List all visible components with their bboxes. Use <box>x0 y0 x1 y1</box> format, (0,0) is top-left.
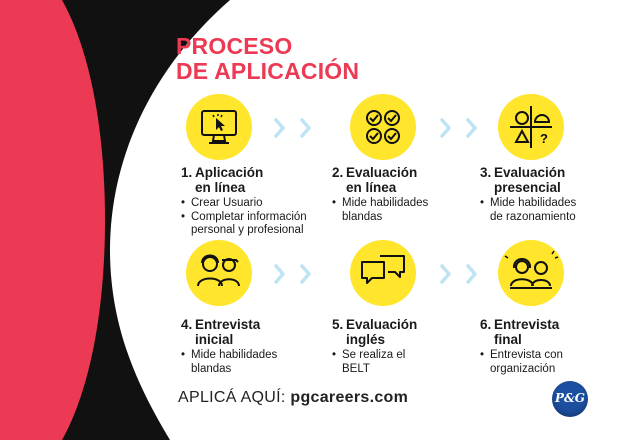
bullet-item: Crear Usuario <box>181 197 341 211</box>
step-title: Evaluación presencial <box>494 165 566 195</box>
speech-bubbles-icon <box>361 255 405 284</box>
step-1-icon-wrap <box>186 94 252 160</box>
step-title: Entrevista inicial <box>195 317 261 347</box>
step-2: 2. Evaluación en línea Mide habilidadesb… <box>332 165 462 224</box>
step-4-icon-wrap <box>186 240 252 306</box>
pink-left-shape <box>0 0 105 440</box>
chevron-right-icon <box>440 118 477 138</box>
step-bullets: Crear Usuario Completar informaciónperso… <box>181 197 341 238</box>
step-number: 2. <box>332 165 344 180</box>
computer-click-icon <box>201 110 237 144</box>
step-1: 1. Aplicación en línea Crear Usuario Com… <box>181 165 341 238</box>
svg-text:?: ? <box>540 131 548 146</box>
step-6: 6. Entrevista final Entrevista conorgani… <box>480 317 615 376</box>
pg-logo: P&G <box>552 381 588 417</box>
step-6-icon-wrap <box>498 240 564 306</box>
step-title: Aplicación en línea <box>195 165 264 195</box>
page-title: PROCESO DE APLICACIÓN <box>176 34 359 84</box>
step-number: 5. <box>332 317 344 332</box>
step-title: Evaluación en línea <box>346 165 418 195</box>
step-number: 1. <box>181 165 193 180</box>
step-number: 4. <box>181 317 193 332</box>
step-title: Evaluación inglés <box>346 317 418 347</box>
step-3: 3. Evaluación presencial Mide habilidade… <box>480 165 615 224</box>
pg-logo-text: P&G <box>554 391 586 405</box>
chevron-right-icon <box>274 264 311 284</box>
step-2-icon-wrap <box>350 94 416 160</box>
title-line-2: DE APLICACIÓN <box>176 58 360 84</box>
title-line-1: PROCESO <box>176 33 293 59</box>
step-number: 3. <box>480 165 492 180</box>
chevron-right-icon <box>274 118 311 138</box>
step-number: 6. <box>480 317 492 332</box>
step-5-icon-wrap <box>350 240 416 306</box>
shapes-puzzle-icon: ? <box>510 106 552 148</box>
chevron-right-icon <box>440 264 477 284</box>
careers-link[interactable]: pgcareers.com <box>290 389 409 406</box>
cta-label: APLICÁ AQUÍ: <box>178 389 291 406</box>
step-3-icon-wrap: ? <box>498 94 564 160</box>
checklist-icon <box>366 110 400 144</box>
step-title: Entrevista final <box>494 317 560 347</box>
two-people-icon <box>197 254 240 287</box>
interview-people-icon <box>504 250 559 289</box>
apply-call-to-action: APLICÁ AQUÍ: pgcareers.com <box>178 388 408 408</box>
step-4: 4. Entrevista inicial Mide habilidadesbl… <box>181 317 331 376</box>
